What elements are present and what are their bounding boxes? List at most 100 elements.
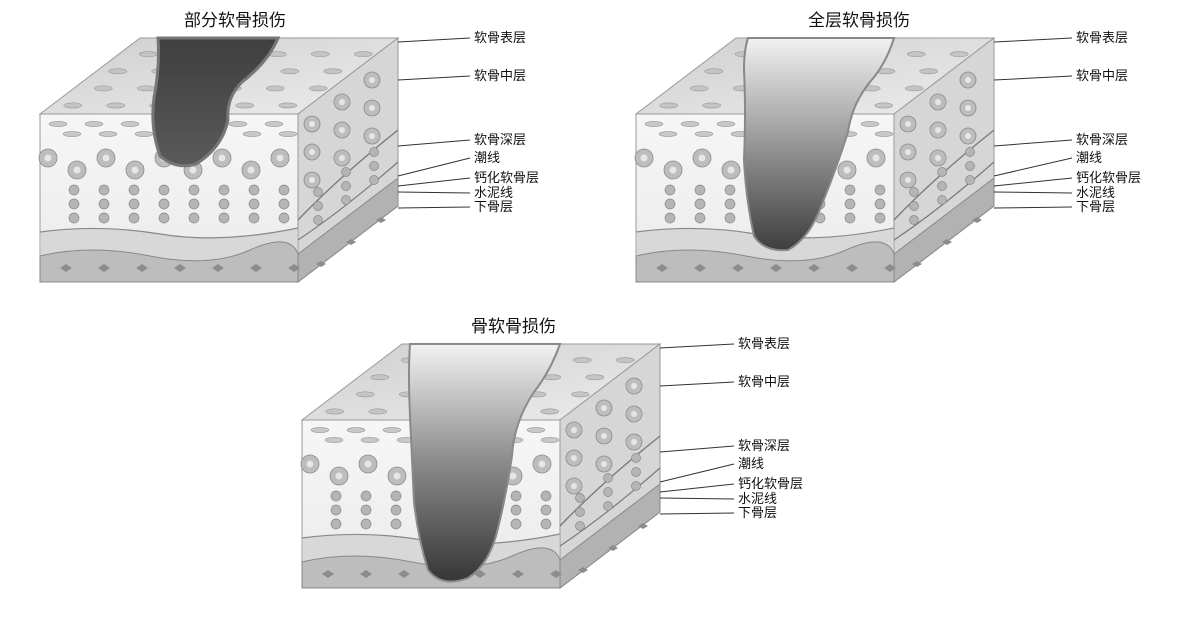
- middle-cell-nucleus: [365, 461, 372, 468]
- label-tidemark: 潮线: [474, 151, 500, 166]
- surface-cell: [573, 358, 591, 363]
- deep-cell: [511, 491, 521, 501]
- middle-cell-nucleus: [45, 155, 52, 162]
- middle-cell-nucleus: [369, 105, 375, 111]
- label-deep: 软骨深层: [1076, 133, 1128, 148]
- deep-cell: [665, 213, 675, 223]
- panel-partial: 部分软骨损伤 软骨表层软骨中层软骨深层潮线钙化软骨层水泥线下骨层: [0, 0, 600, 300]
- surface-cell: [950, 52, 968, 57]
- leader-line: [660, 382, 734, 386]
- deep-cell: [875, 199, 885, 209]
- surface-cell: [541, 437, 559, 442]
- deep-cell: [219, 213, 229, 223]
- deep-cell: [361, 519, 371, 529]
- surface-cell: [907, 52, 925, 57]
- surface-cell: [324, 69, 342, 74]
- deep-cell: [314, 202, 323, 211]
- surface-cell: [49, 121, 67, 126]
- surface-cell: [243, 131, 261, 136]
- deep-cell: [314, 188, 323, 197]
- deep-cell: [99, 185, 109, 195]
- deep-cell: [342, 168, 351, 177]
- label-subchondral: 下骨层: [474, 200, 513, 215]
- middle-cell-nucleus: [369, 77, 375, 83]
- leader-line: [994, 38, 1072, 42]
- deep-cell: [370, 162, 379, 171]
- surface-cell: [311, 52, 329, 57]
- diagram-full: 软骨表层软骨中层软骨深层潮线钙化软骨层水泥线下骨层: [596, 0, 1188, 300]
- panel-title-partial: 部分软骨损伤: [184, 6, 286, 31]
- middle-cell-nucleus: [965, 77, 971, 83]
- leader-line: [398, 178, 470, 186]
- panel-full: 全层软骨损伤 软骨表层软骨中层软骨深层潮线钙化软骨层水泥线下骨层: [596, 0, 1188, 300]
- deep-cell: [695, 199, 705, 209]
- surface-cell: [279, 103, 297, 108]
- deep-cell: [361, 491, 371, 501]
- middle-cell-nucleus: [905, 121, 911, 127]
- middle-cell-nucleus: [394, 473, 401, 480]
- surface-cell: [369, 409, 387, 414]
- surface-cell: [681, 121, 699, 126]
- surface-cell: [266, 86, 284, 91]
- surface-cell: [236, 103, 254, 108]
- leader-line: [994, 207, 1072, 208]
- deep-cell: [966, 176, 975, 185]
- middle-cell-nucleus: [339, 155, 345, 161]
- surface-cell: [356, 392, 374, 397]
- middle-cell-nucleus: [369, 133, 375, 139]
- surface-cell: [63, 131, 81, 136]
- surface-cell: [139, 52, 157, 57]
- deep-cell: [910, 202, 919, 211]
- surface-cell: [94, 86, 112, 91]
- deep-cell: [370, 148, 379, 157]
- middle-cell-nucleus: [601, 461, 607, 467]
- deep-cell: [845, 213, 855, 223]
- middle-cell-nucleus: [339, 127, 345, 133]
- label-middle: 软骨中层: [1076, 69, 1128, 84]
- leader-line: [398, 158, 470, 176]
- deep-cell: [314, 216, 323, 225]
- deep-cell: [331, 491, 341, 501]
- deep-cell: [604, 488, 613, 497]
- surface-cell: [64, 103, 82, 108]
- label-deep: 软骨深层: [738, 439, 790, 454]
- surface-cell: [527, 427, 545, 432]
- deep-cell: [219, 199, 229, 209]
- deep-cell: [845, 199, 855, 209]
- middle-cell-nucleus: [277, 155, 284, 162]
- leader-line: [660, 498, 734, 499]
- surface-cell: [541, 409, 559, 414]
- surface-cell: [705, 69, 723, 74]
- middle-cell-nucleus: [670, 167, 677, 174]
- deep-cell: [938, 182, 947, 191]
- surface-cell: [383, 427, 401, 432]
- middle-cell-nucleus: [935, 155, 941, 161]
- deep-cell: [725, 185, 735, 195]
- deep-cell: [69, 185, 79, 195]
- middle-cell-nucleus: [309, 177, 315, 183]
- deep-cell: [189, 185, 199, 195]
- leader-line: [994, 140, 1072, 146]
- deep-cell: [604, 502, 613, 511]
- deep-cell: [189, 213, 199, 223]
- surface-cell: [920, 69, 938, 74]
- deep-cell: [129, 199, 139, 209]
- leader-line: [660, 484, 734, 492]
- middle-cell-nucleus: [74, 167, 81, 174]
- label-cement: 水泥线: [1076, 186, 1115, 201]
- leader-line: [994, 158, 1072, 176]
- label-surface: 软骨表层: [738, 337, 790, 352]
- label-tidemark: 潮线: [1076, 151, 1102, 166]
- middle-cell-nucleus: [965, 133, 971, 139]
- surface-cell: [135, 131, 153, 136]
- surface-cell: [361, 437, 379, 442]
- deep-cell: [159, 199, 169, 209]
- surface-cell: [137, 86, 155, 91]
- deep-cell: [391, 491, 401, 501]
- deep-cell: [576, 494, 585, 503]
- deep-cell: [249, 213, 259, 223]
- panel-osteo: 骨软骨损伤 软骨表层软骨中层软骨深层潮线钙化软骨层水泥线下骨层: [262, 306, 862, 606]
- surface-cell: [354, 52, 372, 57]
